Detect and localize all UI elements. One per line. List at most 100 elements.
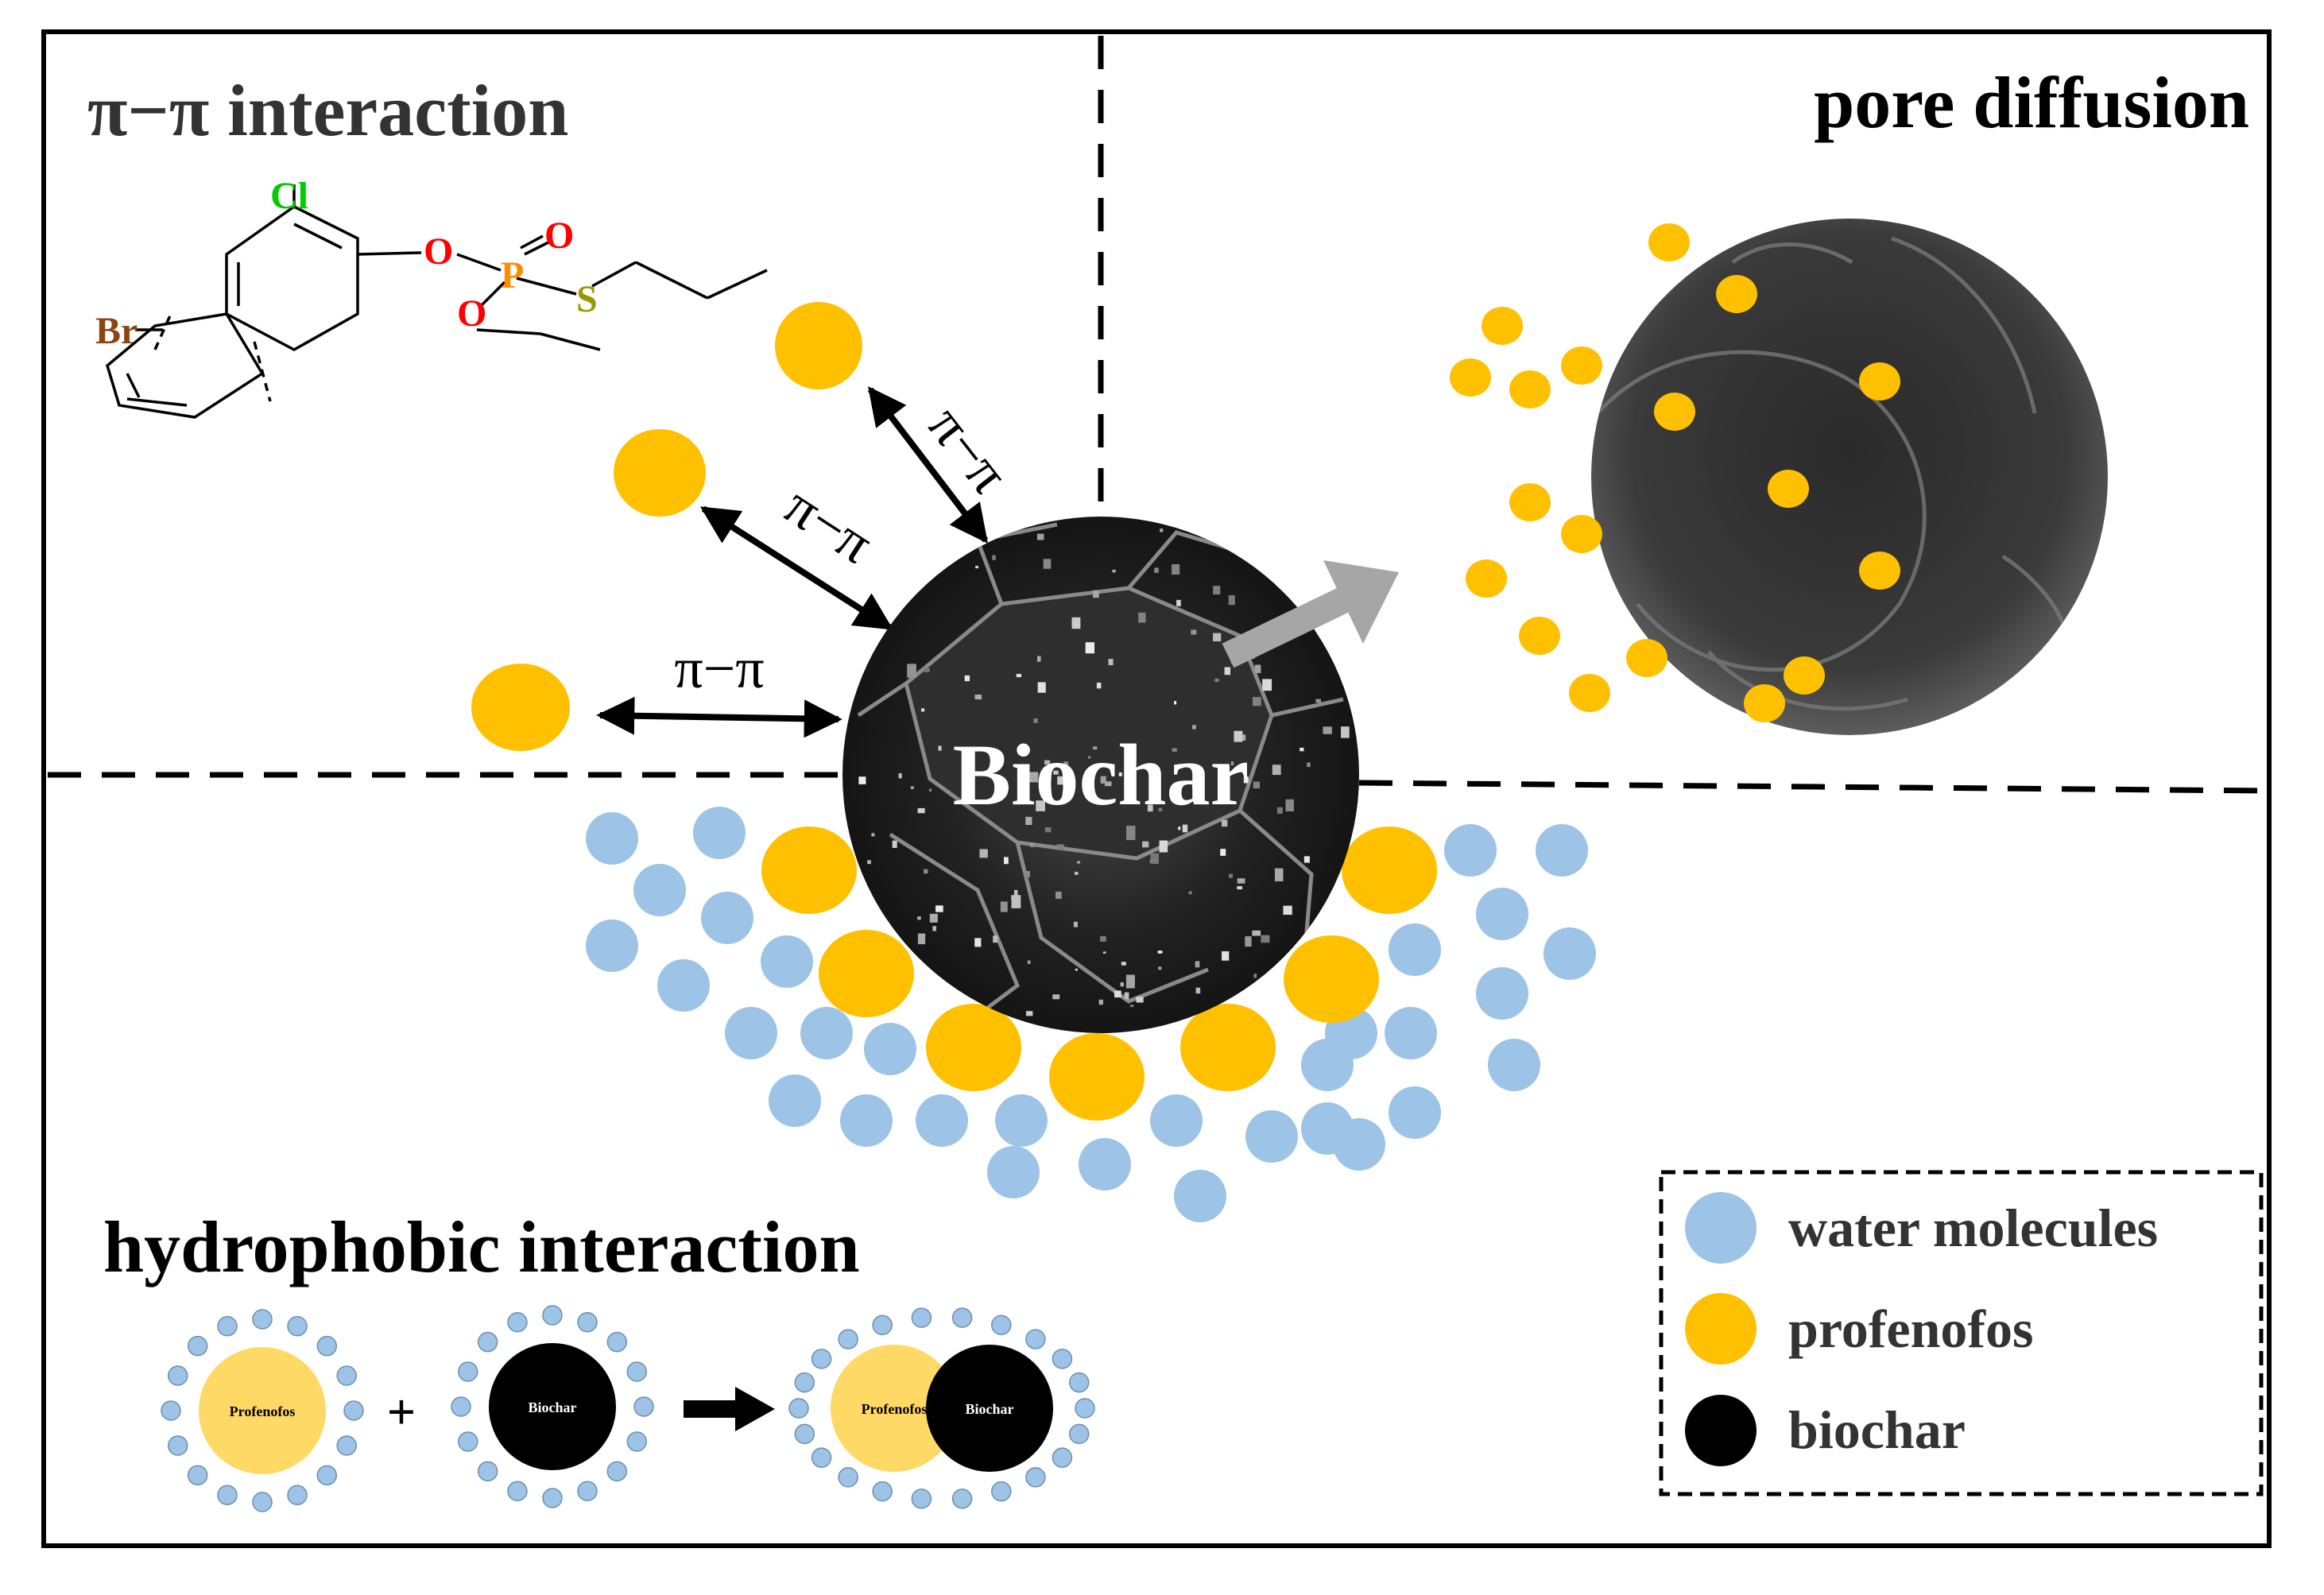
sem-speck <box>1108 659 1114 666</box>
profenofos-dot-pi-1 <box>775 302 862 389</box>
sem-speck <box>924 869 928 874</box>
mini-water-dot <box>316 1465 338 1486</box>
mini-water-dot <box>626 1431 647 1452</box>
water-molecule-dot <box>1333 1118 1385 1171</box>
sem-speck <box>1114 990 1121 998</box>
title-hydrophobic: hydrophobic interaction <box>103 1206 860 1287</box>
mini-water-dot <box>542 1305 563 1326</box>
sem-speck <box>993 935 998 943</box>
mini-water-dot <box>606 1331 628 1353</box>
sem-speck <box>921 708 925 712</box>
mini-water-dot <box>187 1335 208 1357</box>
sem-speck <box>1274 868 1284 881</box>
sem-speck <box>1276 807 1283 814</box>
legend-water-swatch <box>1685 1192 1757 1264</box>
mini-water-dot <box>287 1316 308 1337</box>
sem-speck <box>1253 781 1261 789</box>
sem-speck <box>1158 807 1163 811</box>
profenofos-adsorbed-dot <box>926 1004 1021 1091</box>
water-molecule-dot <box>1389 1086 1441 1139</box>
mini-combined-biochar <box>926 1345 1053 1472</box>
sem-speck <box>1224 667 1231 676</box>
sem-speck <box>1056 844 1064 850</box>
legend-water-label: water molecules <box>1788 1198 2158 1258</box>
sem-speck <box>992 555 996 560</box>
legend-profenofos-label: profenofos <box>1788 1299 2034 1359</box>
pore-profenofos-dot <box>1744 684 1785 722</box>
water-molecule-dot <box>1544 927 1596 980</box>
sem-speck <box>1126 826 1136 841</box>
mini-water-dot <box>507 1481 528 1501</box>
water-molecule-dot <box>1488 1039 1540 1091</box>
sem-speck <box>1174 701 1177 705</box>
atom-p: P <box>501 254 524 296</box>
sem-speck <box>924 668 930 672</box>
legend-profenofos-swatch <box>1685 1293 1757 1365</box>
pore-profenofos-dot <box>1519 617 1560 655</box>
mini-biochar-circle <box>489 1343 616 1470</box>
sem-speck <box>1157 950 1163 954</box>
sem-speck <box>1262 679 1272 691</box>
sem-speck <box>1213 586 1221 595</box>
sem-speck <box>1053 770 1059 775</box>
pore-profenofos-dot <box>1859 362 1900 401</box>
pi-pi-label-3: π−π <box>674 637 764 700</box>
sem-speck <box>1158 966 1162 970</box>
sem-speck <box>1036 533 1044 540</box>
mini-water-dot <box>1052 1349 1073 1369</box>
sem-speck <box>1100 776 1106 784</box>
sem-speck <box>1025 1011 1033 1016</box>
water-molecule-dot <box>1476 888 1528 940</box>
sem-speck <box>1315 699 1322 703</box>
sem-speck <box>1055 891 1062 899</box>
water-molecule-dot <box>800 1007 853 1059</box>
sem-speck <box>1195 961 1200 968</box>
profenofos-dot-pi-2 <box>614 429 706 517</box>
sem-speck <box>1043 776 1048 782</box>
mini-profenofos-label: Profenofos <box>230 1403 296 1419</box>
sem-speck <box>1098 999 1103 1005</box>
pore-profenofos-dot <box>1768 470 1809 508</box>
sem-speck <box>1036 800 1045 811</box>
legend: water molecules profenofos biochar <box>1659 1170 2264 1496</box>
pore-profenofos-dot <box>1509 370 1551 408</box>
mini-water-dot <box>788 1398 809 1419</box>
profenofos-adsorbed-dot <box>819 930 914 1017</box>
water-molecule-dot <box>1079 1138 1131 1190</box>
sem-speck <box>1014 889 1018 896</box>
mini-water-dot <box>168 1435 188 1456</box>
sem-speck <box>1057 776 1064 785</box>
legend-box <box>1659 1170 2264 1496</box>
sem-speck <box>974 938 982 947</box>
sem-speck <box>1192 725 1196 730</box>
pi-pi-label-1: π−π <box>916 394 1022 505</box>
pi-pi-label-2: π−π <box>774 473 885 575</box>
mini-water-dot <box>1068 1372 1090 1393</box>
sem-speck <box>1253 974 1257 978</box>
mini-water-dot <box>1052 1447 1073 1468</box>
sem-speck <box>1261 935 1270 943</box>
sem-speck <box>1037 656 1041 662</box>
profenofos-adsorbed-dot <box>1284 935 1379 1023</box>
water-molecule-dot <box>987 1146 1040 1198</box>
sem-speck <box>1085 642 1095 654</box>
sem-speck <box>975 565 979 569</box>
pore-profenofos-dot <box>1466 559 1507 598</box>
mini-water-dot <box>187 1465 208 1486</box>
outer-frame <box>41 29 2272 1548</box>
sem-speck <box>1300 747 1304 752</box>
sem-speck <box>1234 730 1243 742</box>
sem-speck <box>1000 901 1008 912</box>
sem-speck <box>1129 1005 1134 1008</box>
mini-water-ring-1 <box>161 1309 364 1512</box>
sem-speck <box>1252 697 1261 707</box>
sem-speck <box>1228 594 1235 606</box>
sem-speck <box>1220 849 1226 856</box>
pore-profenofos-dot <box>1859 552 1900 590</box>
sem-speck <box>1176 599 1181 606</box>
sem-speck <box>1112 569 1116 573</box>
sem-speck <box>1093 590 1099 598</box>
sem-speck <box>917 916 921 920</box>
sem-speck <box>1178 827 1181 830</box>
sem-speck <box>1075 968 1078 971</box>
